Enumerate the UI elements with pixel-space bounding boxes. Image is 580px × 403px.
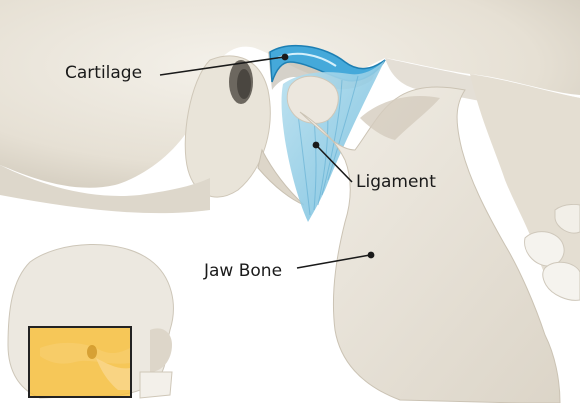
inset-highlight-frame (28, 326, 132, 398)
mandibular-condyle (287, 76, 338, 123)
cartilage-dot (282, 54, 289, 61)
jaw-bone-dot (368, 252, 375, 259)
ear-canal-depth (237, 69, 251, 99)
inset-joint-detail (30, 328, 130, 396)
ligament-dot (313, 142, 320, 149)
cartilage-label: Cartilage (65, 63, 142, 83)
jaw-bone-label: Jaw Bone (204, 261, 282, 281)
ligament-label: Ligament (356, 172, 436, 192)
